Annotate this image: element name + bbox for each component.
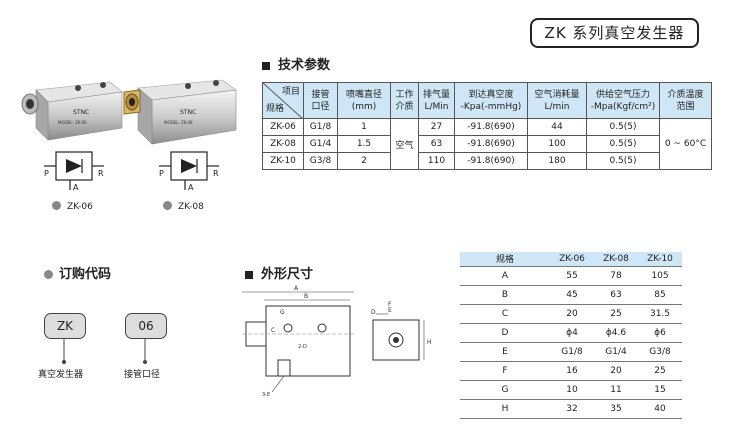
- svg-text:A: A: [294, 285, 299, 292]
- bullet-dot-icon: [44, 270, 53, 279]
- bullet-dot-icon: [52, 201, 61, 210]
- svg-text:2-D: 2-D: [298, 344, 307, 350]
- th-port: 接管口径: [303, 82, 338, 119]
- product-label-zk06: ZK-06: [52, 198, 93, 213]
- svg-text:D: D: [371, 309, 376, 316]
- model-engraving: MODEL: ZK-06: [58, 120, 87, 125]
- spec-corner-cell: 项目 规格: [262, 82, 304, 119]
- th-vacuum: 到达真空度-Kpa(-mmHg): [454, 82, 528, 119]
- brand-logo-text: STNC: [73, 109, 89, 116]
- order-code-label-port: 接管口径: [124, 370, 161, 380]
- th-temperature: 介质温度范围: [659, 82, 712, 119]
- bullet-dot-icon: [163, 201, 172, 210]
- table-row: ZK-06 G1/8 1 空气 27 -91.8(690) 44 0.5(5) …: [262, 118, 712, 170]
- svg-text:F: F: [388, 301, 392, 308]
- product-label-zk08: ZK-08: [163, 198, 204, 213]
- table-row: ZK-08 G1/4 1.5 63 -91.8(690) 100 0.5(5): [262, 135, 712, 153]
- model-engraving: MODEL: ZK-08: [164, 120, 193, 125]
- svg-text:A: A: [73, 183, 79, 192]
- ejector-symbol-zk06: P R A: [44, 151, 104, 192]
- order-code-label-series: 真空发生器: [38, 370, 84, 380]
- temperature-cell: 0 ~ 60°C: [659, 118, 712, 170]
- svg-text:G: G: [280, 309, 285, 316]
- product-photo-zk06: STNC MODEL: ZK-06: [21, 81, 123, 141]
- series-title: ZK 系列真空发生器: [530, 18, 699, 48]
- order-code-heading: 订购代码: [44, 263, 111, 282]
- brand-logo-text: STNC: [180, 109, 196, 116]
- th-pressure: 供给空气压力-Mpa(Kgf/cm²): [586, 82, 660, 119]
- order-code-series: ZK: [44, 313, 86, 339]
- medium-cell: 空气: [390, 118, 419, 170]
- square-bullet-icon: [245, 270, 253, 279]
- th-medium: 工作介质: [390, 82, 419, 119]
- svg-text:H: H: [427, 339, 432, 346]
- table-row: ZK-10 G3/8 2 110 -91.8(690) 180 0.5(5): [262, 152, 712, 170]
- svg-text:P: P: [44, 169, 49, 178]
- order-code-leaders: [62, 338, 147, 364]
- th-nozzle: 喷嘴直径(mm): [337, 82, 391, 119]
- order-code-port: 06: [125, 313, 167, 339]
- svg-text:R: R: [98, 169, 104, 178]
- svg-text:P: P: [159, 169, 164, 178]
- corner-label-bottom: 规格: [266, 104, 285, 114]
- svg-text:C: C: [271, 327, 275, 334]
- svg-text:A: A: [188, 183, 194, 192]
- svg-text:3-E: 3-E: [262, 392, 270, 398]
- corner-label-top: 项目: [281, 87, 300, 97]
- svg-text:R: R: [213, 169, 219, 178]
- square-bullet-icon: [262, 61, 270, 70]
- svg-text:B: B: [304, 293, 308, 300]
- dimension-drawing: A B 2-D C G 3-E E F H D: [242, 285, 432, 398]
- svg-text:E: E: [388, 307, 392, 314]
- ejector-symbol-zk08: P R A: [159, 151, 219, 192]
- dimensions-heading: 外形尺寸: [245, 263, 313, 282]
- product-photo-zk08: STNC MODEL: ZK-08: [123, 79, 237, 145]
- tech-params-heading: 技术参数: [262, 54, 330, 73]
- corner-diagonal: [263, 83, 303, 119]
